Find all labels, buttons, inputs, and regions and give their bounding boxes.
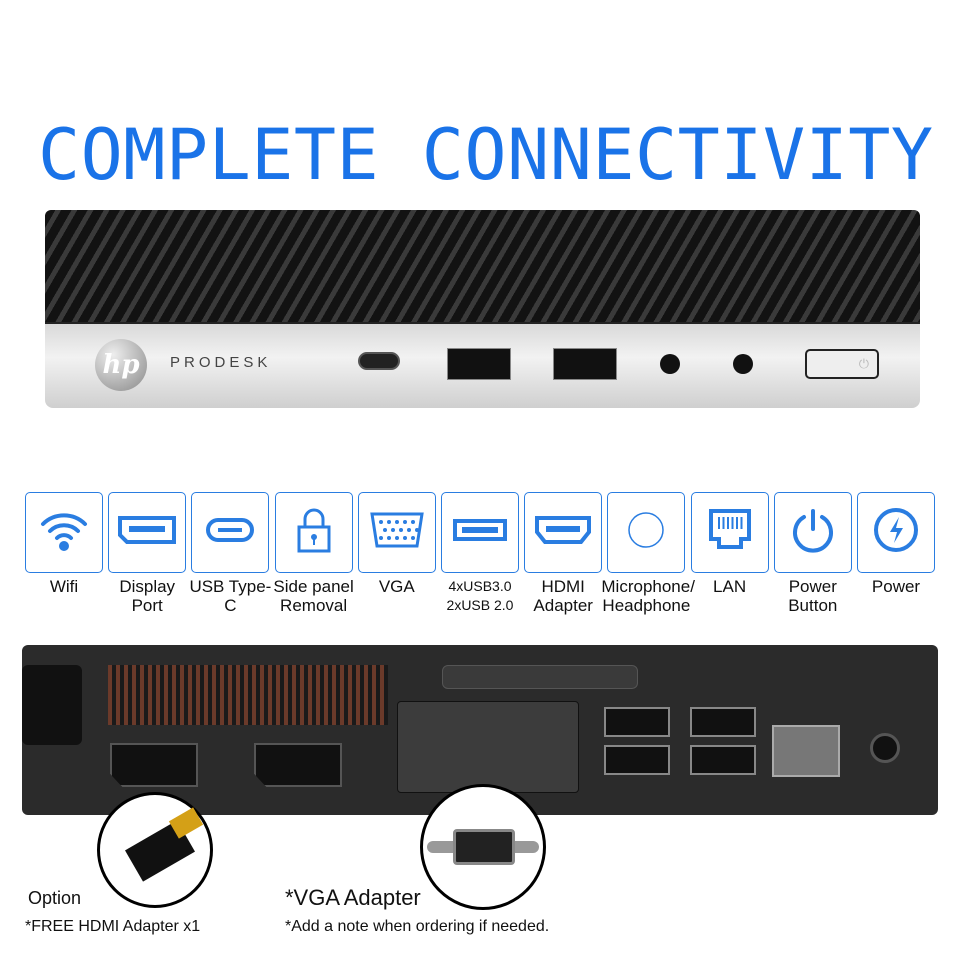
feature-label: Microphone/ Headphone [601, 577, 695, 615]
feature-tile-lan [690, 492, 769, 573]
stand-foot [22, 665, 82, 745]
usb-icon [452, 518, 508, 547]
feature-tile-power-button [773, 492, 852, 573]
feature-label: LAN [713, 577, 747, 596]
feature-label: Side panel Removal [273, 577, 354, 615]
vga-icon [369, 511, 425, 554]
usb-port [604, 707, 670, 737]
feature-label: Wifi [49, 577, 79, 596]
feature-tile-padlock [274, 492, 353, 573]
displayport [110, 743, 198, 787]
device-vent [45, 210, 920, 324]
free-hdmi-note: *FREE HDMI Adapter x1 [25, 918, 201, 935]
lan-icon [708, 508, 752, 557]
hp-logo: hp [95, 339, 147, 391]
padlock-icon [296, 507, 332, 558]
feature-label: 4xUSB3.0 2xUSB 2.0 [446, 578, 514, 613]
feature-label: USB Type-C [189, 577, 272, 615]
headset-jack [733, 354, 753, 374]
power-button-icon [790, 507, 836, 558]
feature-label: Display Port [119, 577, 176, 615]
usb-port [690, 707, 756, 737]
power-icon: ⏻ [858, 356, 869, 371]
wifi-icon [39, 508, 89, 557]
feature-tile-wifi [25, 492, 103, 573]
feature-tile-vga [357, 492, 436, 573]
feature-tile-audio-jack [607, 492, 686, 573]
power-button: ⏻ [805, 349, 879, 379]
hdmi-icon [534, 515, 592, 550]
io-cover [397, 701, 579, 793]
displayport-icon [117, 515, 177, 550]
feature-label: Power [871, 577, 921, 596]
usb-port [690, 745, 756, 775]
vent-grill [108, 665, 388, 725]
feature-tile-usb [441, 492, 519, 573]
vga-adapter-image [420, 784, 546, 910]
feature-tile-power-bolt [857, 492, 935, 573]
vga-order-note: *Add a note when ordering if needed. [285, 918, 550, 935]
lan-port [772, 725, 840, 777]
headphone-jack [660, 354, 680, 374]
feature-label: Power Button [788, 577, 838, 615]
power-jack [870, 733, 900, 763]
side-panel-latch [442, 665, 638, 689]
model-name: PRODESK [170, 354, 272, 371]
vga-adapter-title: *VGA Adapter [285, 885, 421, 910]
hdmi-adapter-image [97, 792, 213, 908]
audio-jack-icon [626, 510, 666, 555]
power-bolt-icon [873, 507, 919, 558]
usb-a-port [447, 348, 511, 380]
device-front-panel: hp PRODESK ⏻ [45, 322, 920, 408]
feature-tile-hdmi [524, 492, 603, 573]
feature-label: VGA [378, 577, 415, 596]
usb-c-port [358, 352, 400, 370]
option-label: Option [28, 888, 82, 908]
displayport [254, 743, 342, 787]
usb-type-c-icon [205, 517, 255, 548]
headline: COMPLETE CONNECTIVITY [38, 114, 934, 196]
feature-tile-usb-type-c [191, 492, 270, 573]
usb-port [604, 745, 670, 775]
feature-tile-displayport [108, 492, 187, 573]
feature-label: HDMI Adapter [533, 577, 593, 615]
usb-a-port [553, 348, 617, 380]
